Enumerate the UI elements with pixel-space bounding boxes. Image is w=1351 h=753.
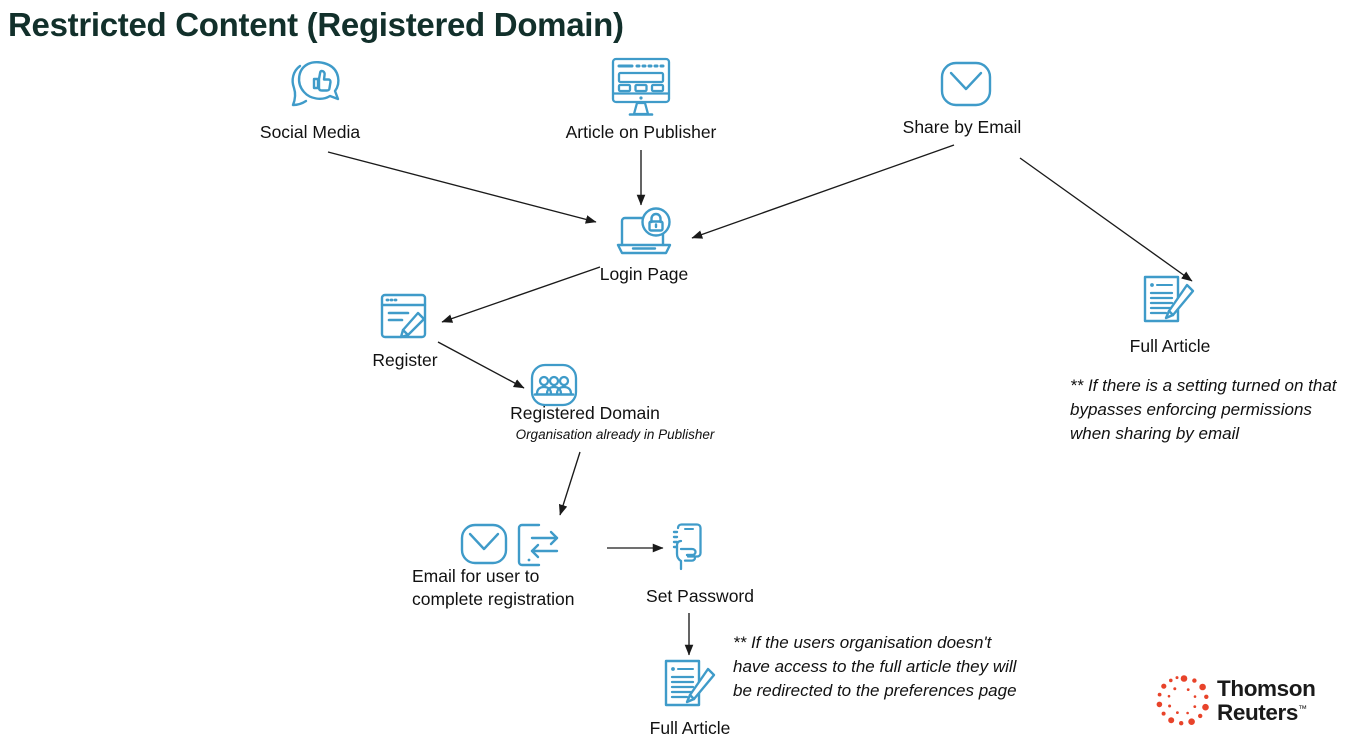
edge-share-email-to-login-page [691, 144, 955, 239]
node-sublabel-registered-domain: Organisation already in Publisher [515, 427, 715, 442]
node-label-email-complete-registration-line2: complete registration [412, 589, 575, 609]
note-preferences-redirect: ** If the users organisation doesn't hav… [733, 633, 1017, 701]
page-title: Restricted Content (Registered Domain) [8, 6, 624, 43]
edge-share-email-to-full-article [1019, 157, 1193, 282]
document-pencil-icon [661, 657, 719, 713]
node-label-login-page: Login Page [599, 264, 689, 284]
node-label-article-on-publisher: Article on Publisher [565, 122, 717, 142]
node-label-email-complete-registration-line1: Email for user to [412, 566, 540, 586]
node-label-set-password: Set Password [646, 586, 754, 606]
node-label-full-article-right: Full Article [1129, 336, 1211, 356]
thomson-reuters-wordmark: Thomson Reuters™ [1217, 676, 1316, 726]
edge-social-media-to-login-page [327, 151, 597, 224]
logo-line-reuters: Reuters™ [1217, 701, 1315, 725]
edge-login-page-to-register [441, 266, 601, 323]
browser-pencil-icon [378, 291, 432, 345]
thomson-reuters-mark-icon [1156, 675, 1209, 726]
document-pencil-icon [1140, 273, 1198, 329]
desktop-monitor-icon [608, 55, 674, 119]
laptop-lock-icon [612, 207, 676, 259]
node-label-register: Register [372, 350, 438, 370]
logo-reuters-text: Reuters [1217, 700, 1298, 726]
node-label-share-by-email: Share by Email [902, 117, 1022, 137]
node-label-registered-domain: Registered Domain [510, 403, 660, 423]
social-media-icon [286, 56, 348, 118]
envelope-icon [938, 58, 994, 112]
device-exchange-icon [515, 521, 563, 569]
logo-line-thomson: Thomson [1217, 676, 1316, 701]
group-people-icon [528, 362, 580, 410]
edge-registered-domain-to-email [558, 451, 581, 516]
trademark-symbol: ™ [1297, 703, 1307, 714]
envelope-icon [459, 521, 509, 569]
node-label-full-article-bottom: Full Article [649, 718, 731, 738]
thomson-reuters-logo: Thomson Reuters™ [1155, 672, 1345, 734]
node-label-social-media: Social Media [259, 122, 361, 142]
hand-phone-icon [668, 521, 714, 573]
note-email-bypass: ** If there is a setting turned on that … [1070, 376, 1337, 444]
